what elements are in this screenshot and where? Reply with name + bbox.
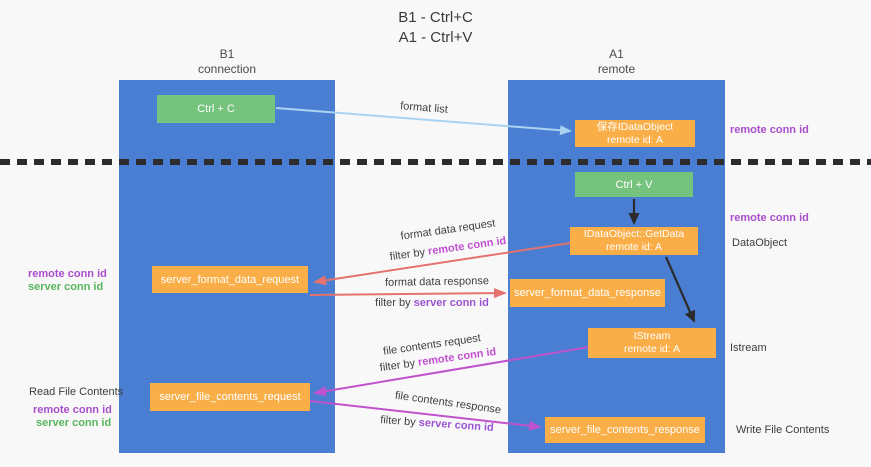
node-istream-line1: IStream	[633, 330, 671, 342]
left-label-remote-conn-id-2: remote conn id	[33, 404, 112, 416]
diagram-title: B1 - Ctrl+C A1 - Ctrl+V	[0, 8, 871, 48]
lifeline-b1-name: B1	[219, 47, 235, 61]
left-label-read-file-contents: Read File Contents	[29, 386, 124, 398]
node-getdata-line1: IDataObject::GetData	[583, 228, 685, 240]
node-istream: IStream remote id: A	[588, 328, 716, 358]
right-label-write-file-contents: Write File Contents	[736, 424, 830, 436]
lifeline-header-b1: B1 connection	[119, 47, 335, 77]
node-getdata-line2: remote id: A	[605, 241, 663, 253]
edge-label-filter-server-2: filter by server conn id	[380, 414, 494, 434]
edge-label-format-data-response: format data response	[384, 275, 490, 289]
node-save-idataobject: 保存IDataObject remote id: A	[575, 120, 695, 147]
node-idataobject-getdata: IDataObject::GetData remote id: A	[570, 227, 698, 255]
left-label-remote-conn-id: remote conn id	[28, 268, 107, 280]
phase-separator-dashed-line	[0, 159, 871, 165]
node-ctrl-c: Ctrl + C	[157, 95, 275, 123]
node-server-format-data-request-label: server_format_data_request	[160, 273, 300, 286]
node-server-format-data-request: server_format_data_request	[152, 266, 308, 293]
node-ctrl-v: Ctrl + V	[575, 172, 693, 197]
right-label-remote-conn-id-1: remote conn id	[730, 124, 809, 136]
filter-by-text: filter by	[379, 414, 420, 429]
title-line-1: B1 - Ctrl+C	[398, 9, 473, 26]
filter-by-text: filter by	[375, 297, 414, 309]
right-label-istream: Istream	[730, 342, 767, 354]
server-conn-id-highlight: server conn id	[413, 297, 489, 309]
node-server-format-data-response-label: server_format_data_response	[514, 287, 661, 299]
left-label-server-conn-id-2: server conn id	[36, 417, 112, 429]
lifeline-header-a1: A1 remote	[508, 47, 725, 77]
node-server-file-contents-request: server_file_contents_request	[150, 383, 310, 411]
node-ctrl-c-label: Ctrl + C	[197, 103, 235, 115]
remote-conn-id-highlight: remote conn id	[427, 234, 507, 258]
edge-label-format-list: format list	[399, 100, 449, 116]
node-server-format-data-response: server_format_data_response	[510, 279, 665, 307]
title-line-2: A1 - Ctrl+V	[398, 29, 473, 46]
node-save-idataobject-line1: 保存IDataObject	[596, 120, 674, 133]
right-label-remote-conn-id-2: remote conn id	[730, 212, 809, 224]
node-ctrl-v-label: Ctrl + V	[615, 178, 653, 191]
format-data-response-arrow	[309, 288, 507, 299]
filter-by-text: filter by	[379, 356, 419, 375]
edge-label-file-contents-response: file contents response	[394, 389, 502, 417]
node-server-file-contents-response-label: server_file_contents_response	[550, 424, 700, 436]
filter-by-text: filter by	[389, 245, 429, 264]
edge-label-filter-server-1: filter by server conn id	[375, 297, 489, 309]
lifeline-a1-name: A1	[609, 47, 624, 61]
node-istream-line2: remote id: A	[623, 343, 681, 355]
node-save-idataobject-line2: remote id: A	[606, 133, 664, 146]
node-server-file-contents-response: server_file_contents_response	[545, 417, 705, 443]
left-label-server-conn-id: server conn id	[28, 281, 104, 293]
server-conn-id-highlight: server conn id	[418, 416, 495, 434]
lifeline-b1-role: connection	[197, 62, 257, 76]
right-label-dataobject: DataObject	[732, 237, 788, 249]
lifeline-a1-role: remote	[597, 62, 636, 76]
node-server-file-contents-request-label: server_file_contents_request	[159, 391, 301, 403]
